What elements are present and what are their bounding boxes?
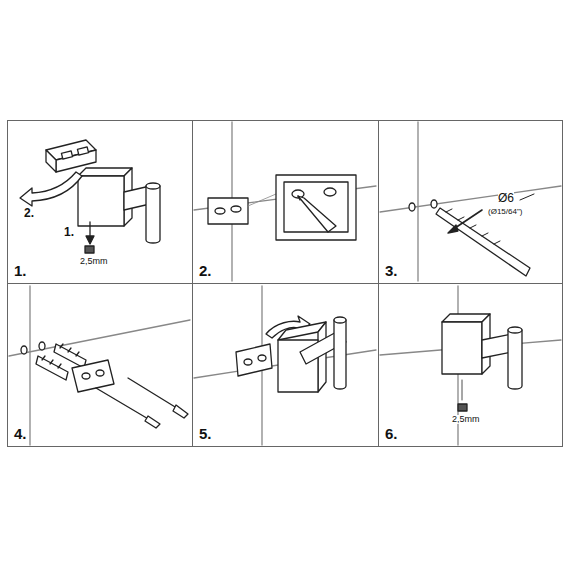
step-number: 2.	[199, 262, 212, 279]
dimension-label: 2,5mm	[80, 257, 108, 266]
dimension-label: (Ø15/64")	[488, 208, 522, 216]
step-number: 5.	[199, 425, 212, 442]
mounted-hook	[380, 286, 561, 445]
step-panel: 3.	[378, 120, 563, 284]
step-number: 6.	[385, 425, 398, 442]
step-panel: 2.	[192, 120, 379, 284]
dowels-screws	[9, 286, 190, 445]
step-number: 4.	[14, 425, 27, 442]
mounting-hook	[194, 286, 376, 445]
drilling	[380, 122, 561, 281]
dimension-label: Ø6	[498, 192, 514, 204]
marking-holes	[194, 122, 376, 281]
sub-step-number: 2.	[24, 207, 34, 219]
hook-exploded	[20, 140, 160, 253]
dimension-label: 2,5mm	[452, 415, 480, 424]
step-number: 1.	[14, 262, 27, 279]
sub-step-number: 1.	[64, 226, 74, 238]
step-number: 3.	[385, 262, 398, 279]
step-panel: 4.	[7, 283, 193, 447]
step-panel: 5.	[192, 283, 379, 447]
